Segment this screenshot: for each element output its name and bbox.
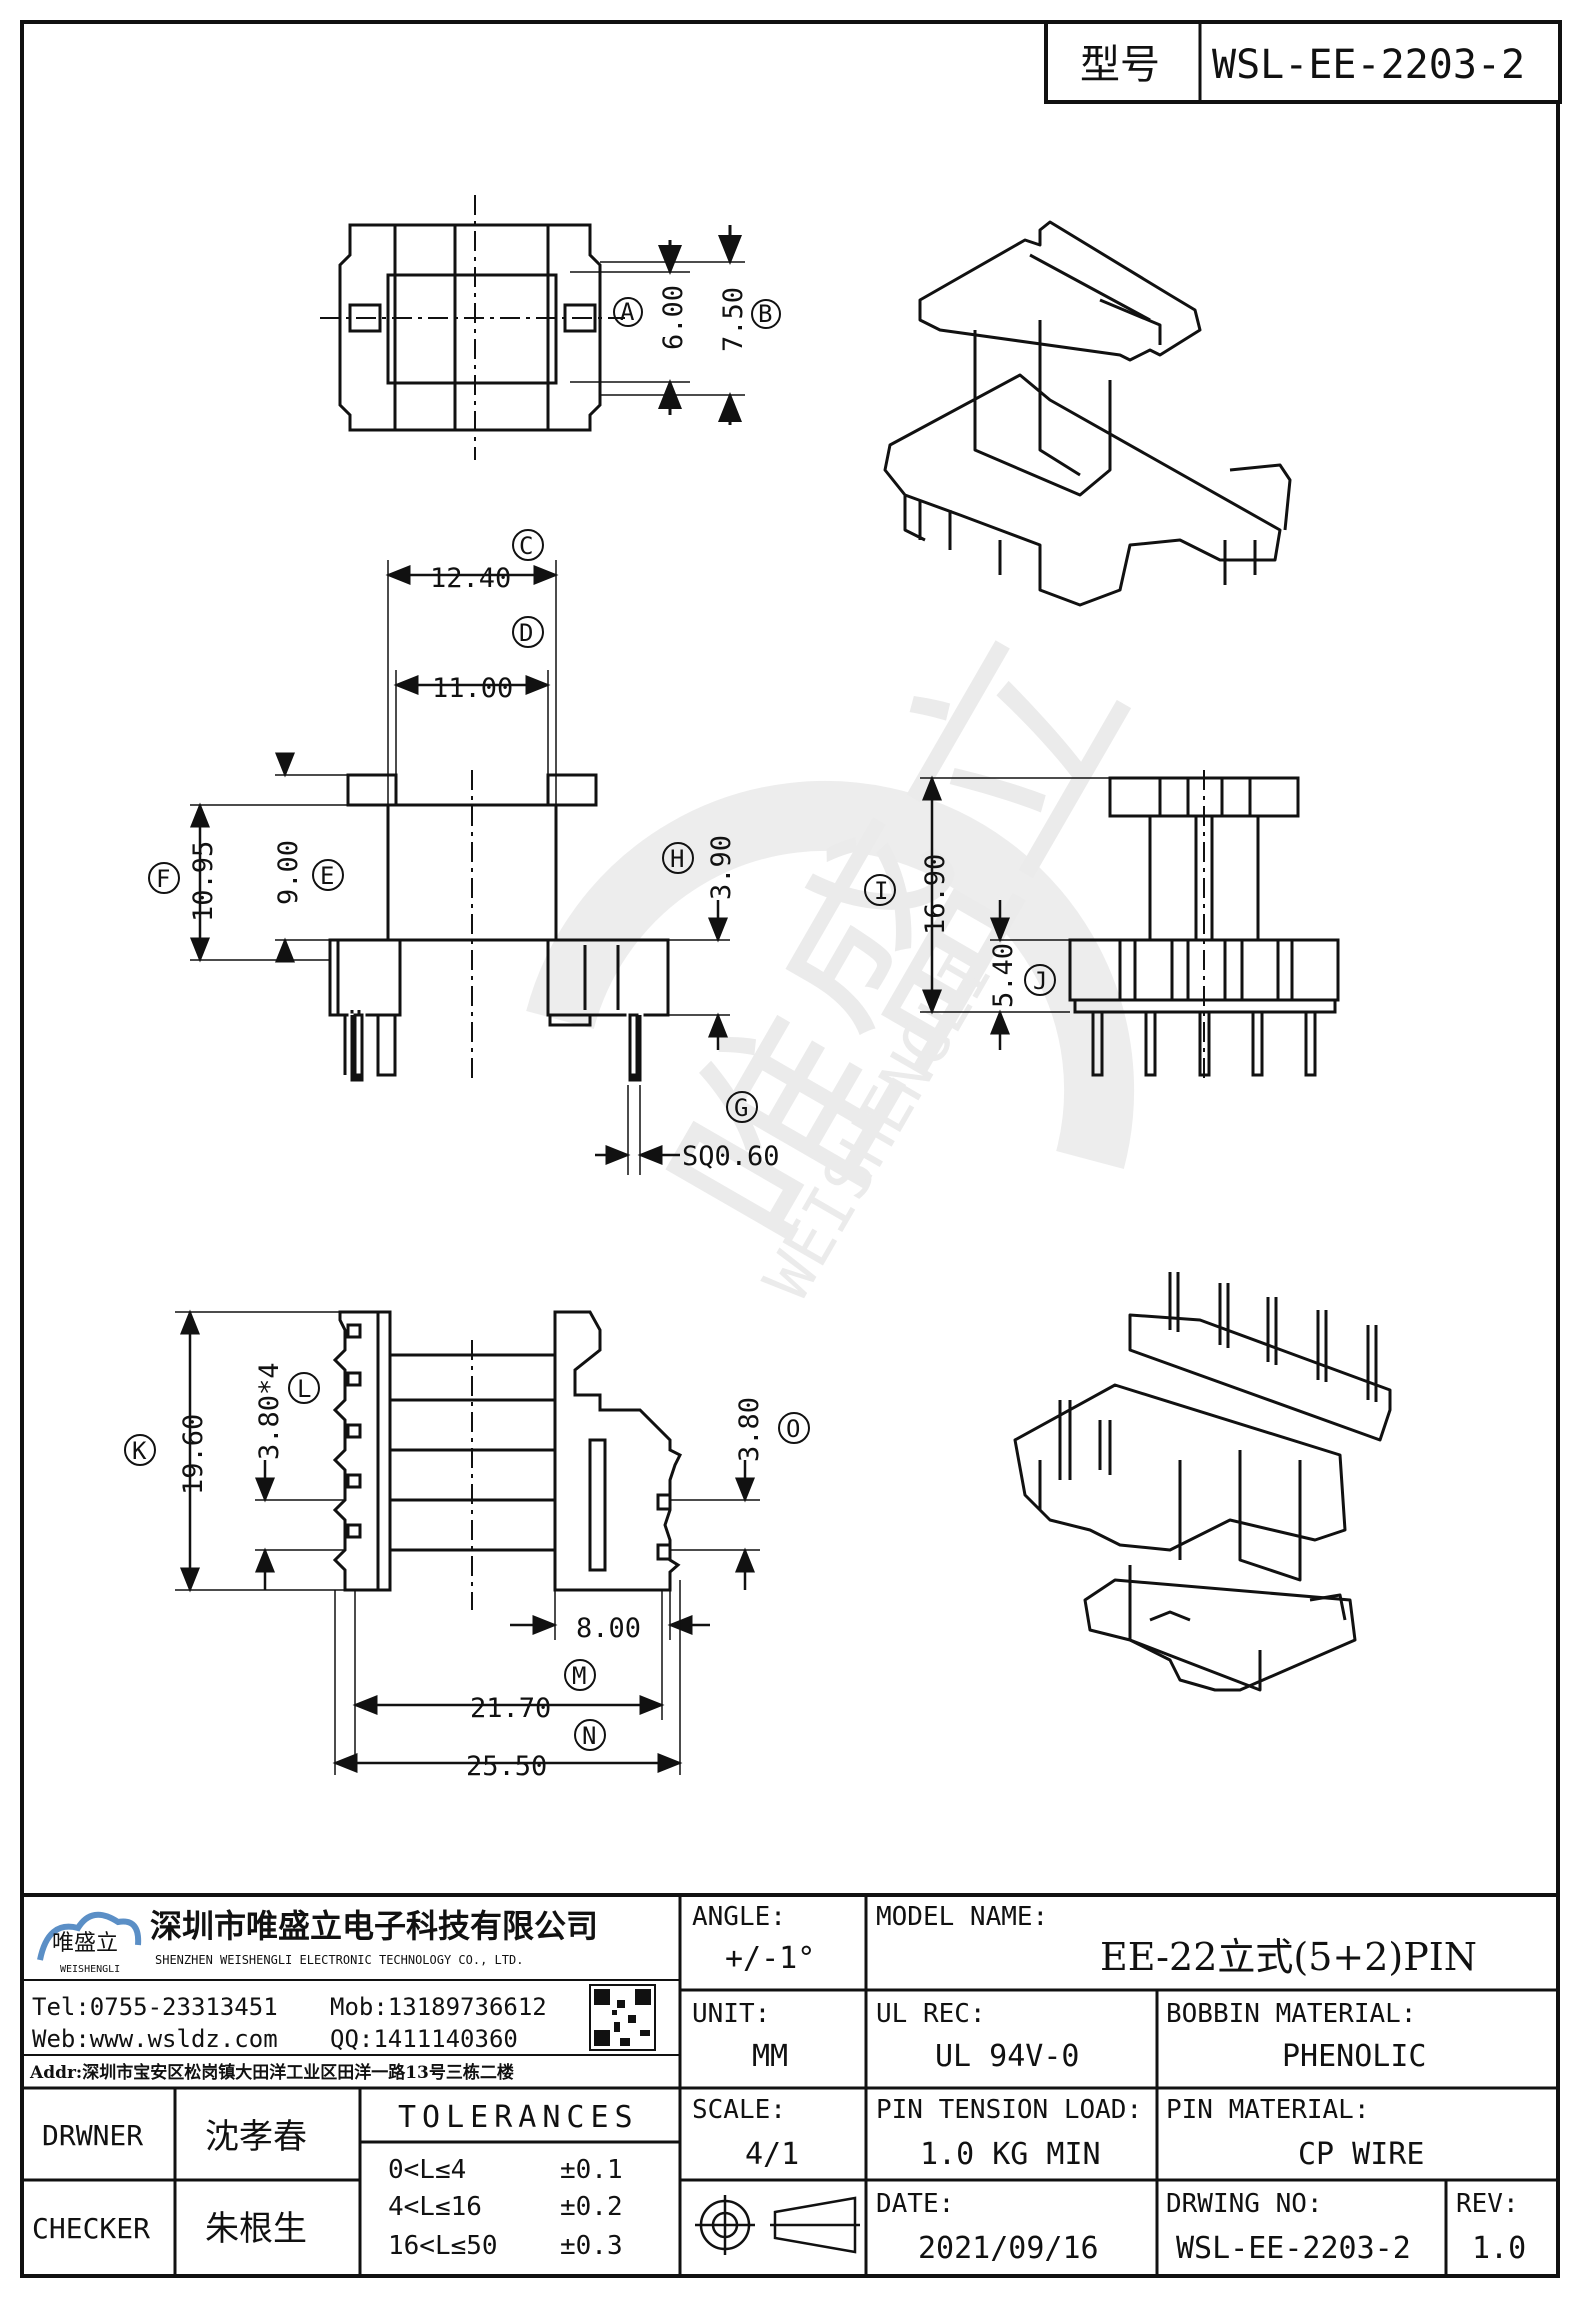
drwner-value: 沈孝春 [205, 2117, 307, 2157]
callout-a: A [620, 298, 635, 326]
dim-j: 5.40 [988, 943, 1019, 1008]
company-addr: Addr:深圳市宝安区松岗镇大田洋工业区田洋一路13号三栋二楼 [29, 2062, 514, 2083]
qr-code-icon [589, 1984, 656, 2051]
drawing-frame [20, 20, 1560, 2278]
logo-cn: 唯盛立 [52, 1931, 118, 1956]
iso-view-bottom [1013, 1272, 1392, 1692]
model-name-label: MODEL NAME: [876, 1902, 1048, 1932]
side-view-dims [920, 775, 1110, 1050]
side-view [1068, 770, 1340, 1080]
tol-row-1-range: 0<L≤4 [388, 2155, 466, 2185]
drwing-no-label: DRWING NO: [1166, 2189, 1323, 2219]
dim-b: 7.50 [718, 287, 749, 352]
dim-n: 25.50 [466, 1751, 547, 1782]
iso-view-top [883, 220, 1292, 607]
date-value: 2021/09/16 [918, 2231, 1099, 2266]
model-name-value: EE-22立式(5+2)PIN [1100, 1935, 1477, 1979]
checker-label: CHECKER [32, 2212, 150, 2245]
dim-k: 19.60 [178, 1414, 209, 1495]
rev-label: REV: [1456, 2189, 1519, 2219]
callout-m: M [572, 1662, 586, 1690]
dim-e: 9.00 [273, 840, 304, 905]
bobbin-material-value: PHENOLIC [1282, 2039, 1427, 2074]
callout-d: D [519, 619, 533, 647]
projection-symbol-icon [695, 2195, 860, 2255]
callout-k: K [132, 1437, 147, 1465]
title-block-grid [20, 1893, 1560, 2278]
dim-l: 3.80*4 [254, 1362, 285, 1460]
company-name-cn: 深圳市唯盛立电子科技有限公司 [150, 1907, 598, 1945]
callout-f: F [156, 865, 170, 893]
signature-block: DRWNER 沈孝春 CHECKER 朱根生 TOLERANCES 0<L≤4 … [32, 2100, 639, 2261]
company-tel: Tel:0755-23313451 [32, 1993, 278, 2021]
dim-f: 10.95 [188, 841, 219, 922]
callout-l: L [297, 1375, 311, 1403]
unit-value: MM [752, 2039, 788, 2074]
callout-c: C [519, 532, 533, 560]
scale-value: 4/1 [745, 2137, 799, 2172]
dim-h: 3.90 [706, 835, 737, 900]
front-view-pin-longer [353, 1013, 639, 1077]
unit-label: UNIT: [692, 1999, 770, 2029]
front-view-labels: C 12.40 D 11.00 F 10.95 9.00 E H 3.90 G … [148, 529, 780, 1172]
tol-row-3-range: 16<L≤50 [388, 2231, 498, 2261]
company-name-en: SHENZHEN WEISHENGLI ELECTRONIC TECHNOLOG… [155, 1953, 523, 1967]
drwner-label: DRWNER [42, 2119, 143, 2152]
callout-g: G [734, 1094, 748, 1122]
bottom-view [332, 1310, 683, 1610]
angle-value: +/-1° [725, 1941, 815, 1976]
bobbin-material-label: BOBBIN MATERIAL: [1166, 1999, 1416, 2029]
rev-value: 1.0 [1472, 2231, 1526, 2266]
company-qq: QQ:1411140360 [330, 2025, 518, 2053]
top-view-labels: A 6.00 7.50 B [613, 285, 781, 352]
callout-n: N [582, 1722, 596, 1750]
tolerances-label: TOLERANCES [398, 2100, 639, 2135]
dim-m: 21.70 [470, 1693, 551, 1724]
ul-rec-value: UL 94V-0 [935, 2039, 1080, 2074]
tol-row-3-value: ±0.3 [560, 2231, 623, 2261]
callout-j: J [1033, 967, 1047, 995]
dim-c: 12.40 [430, 563, 511, 594]
ul-rec-label: UL REC: [876, 1999, 986, 2029]
model-box-label: 型号 [1080, 42, 1160, 88]
watermark: 唯盛立 WEISHENGLI [526, 592, 1175, 1312]
dim-i: 16.90 [920, 854, 951, 935]
checker-value: 朱根生 [205, 2209, 307, 2249]
pin-material-value: CP WIRE [1298, 2137, 1424, 2172]
top-view [320, 195, 745, 460]
scale-label: SCALE: [692, 2095, 786, 2125]
pin-tension-label: PIN TENSION LOAD: [876, 2095, 1142, 2125]
dim-o: 3.80 [734, 1397, 765, 1462]
model-box-value: WSL-EE-2203-2 [1212, 42, 1525, 88]
model-box: 型号 WSL-EE-2203-2 [1044, 20, 1562, 104]
dim-d: 11.00 [432, 673, 513, 704]
bottom-view-labels: K 19.60 3.80*4 L 3.80 O 8.00 M 21.70 N 2… [124, 1362, 810, 1782]
dim-a: 6.00 [658, 285, 689, 350]
logo-en: WEISHENGLI [60, 1964, 120, 1975]
tol-row-2-range: 4<L≤16 [388, 2192, 482, 2222]
callout-h: H [670, 845, 684, 873]
title-cells: ANGLE: +/-1° MODEL NAME: EE-22立式(5+2)PIN… [692, 1902, 1526, 2266]
drwing-no-value: WSL-EE-2203-2 [1176, 2231, 1411, 2266]
date-label: DATE: [876, 2189, 954, 2219]
callout-b: B [758, 300, 772, 328]
tol-row-2-value: ±0.2 [560, 2192, 623, 2222]
angle-label: ANGLE: [692, 1902, 786, 1932]
tol-row-1-value: ±0.1 [560, 2155, 623, 2185]
callout-i: I [874, 877, 888, 905]
dim-8: 8.00 [576, 1613, 641, 1644]
dim-g: SQ0.60 [682, 1141, 780, 1172]
company-block: 唯盛立 WEISHENGLI 深圳市唯盛立电子科技有限公司 SHENZHEN W… [29, 1907, 656, 2083]
bottom-view-dims [175, 1309, 760, 1775]
callout-o: O [786, 1415, 800, 1443]
front-view-dims [190, 560, 730, 1175]
pin-tension-value: 1.0 KG MIN [920, 2137, 1101, 2172]
side-view-labels: I 16.90 5.40 J [864, 854, 1056, 1008]
company-web: Web:www.wsldz.com [32, 2025, 278, 2053]
company-mob: Mob:13189736612 [330, 1993, 547, 2021]
callout-e: E [320, 862, 334, 890]
cloud-logo-icon [37, 1911, 142, 1961]
pin-material-label: PIN MATERIAL: [1166, 2095, 1370, 2125]
